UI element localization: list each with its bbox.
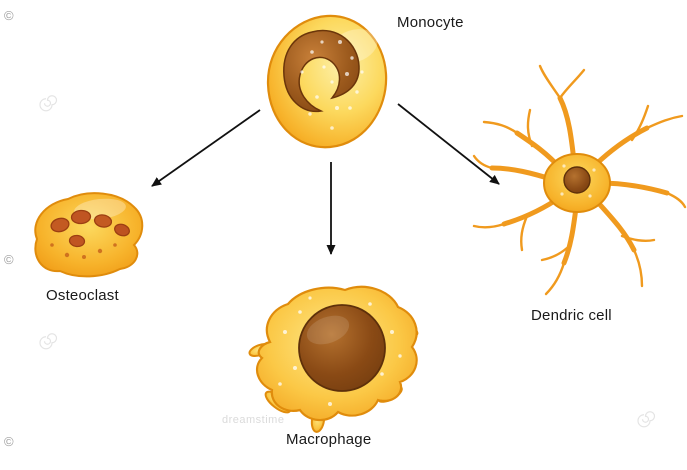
arrow-monocyte-to-dendritic [397, 103, 500, 185]
watermark-spiral-icon [39, 333, 58, 350]
macrophage-cell-illustration [248, 285, 419, 433]
monocyte-cell-illustration [266, 14, 388, 149]
watermark-copyright-icon: © [4, 8, 14, 23]
osteoclast-granules [50, 243, 117, 259]
monocyte-label: Monocyte [397, 14, 464, 31]
monocyte-nucleus [283, 29, 360, 113]
osteoclast-nuclei [50, 209, 130, 248]
arrow-monocyte-to-osteoclast [151, 109, 261, 187]
watermark-spiral-icon [39, 95, 58, 112]
macrophage-label: Macrophage [286, 431, 372, 448]
watermark-copyright-icon: © [4, 434, 14, 449]
watermark-copyright-icon: © [4, 252, 14, 267]
dendritic-nucleus [563, 166, 591, 194]
watermark-spiral-icon [637, 411, 656, 428]
macrophage-granules [278, 296, 402, 406]
watermark-brand-text: dreamstime [222, 414, 285, 426]
osteoclast-label: Osteoclast [46, 287, 119, 304]
dendritic-granules [560, 164, 596, 198]
osteoclast-cell-illustration [34, 192, 144, 278]
macrophage-nucleus [298, 304, 386, 392]
dendritic-label: Dendric cell [531, 307, 612, 324]
monocyte-granules [300, 40, 364, 130]
dendritic-cell-illustration [472, 64, 687, 296]
